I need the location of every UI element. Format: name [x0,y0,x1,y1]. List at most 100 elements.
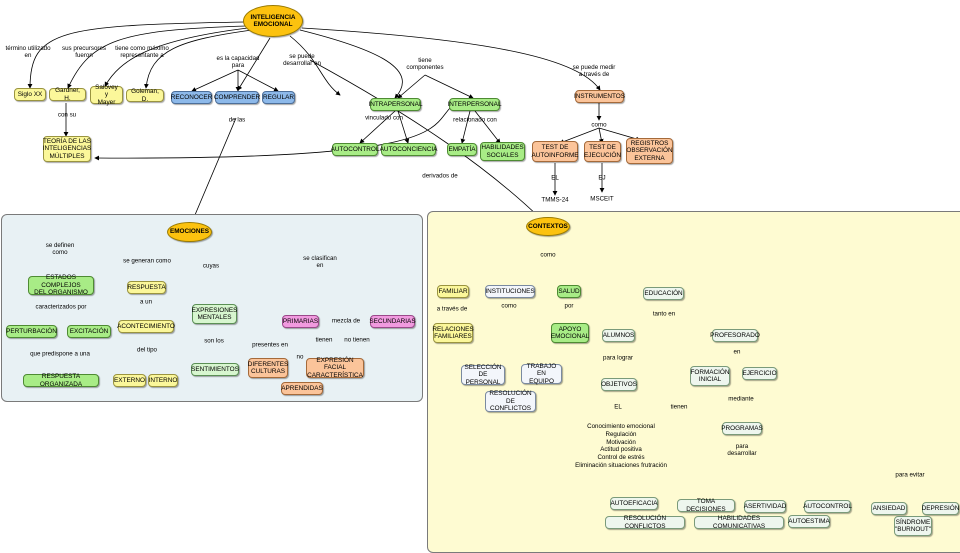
node-primarias[interactable]: PRIMARIAS [282,315,319,328]
link-label-mediante: mediante [728,395,754,403]
node-resolucion-conflictos[interactable]: RESOLUCIÓN CONFLICTOS [605,515,685,530]
link-label-del-tipo: del tipo [137,346,157,354]
link-label-cuyas: cuyas [202,262,220,270]
link-label-generan: se generan como [123,257,171,265]
node-test-ejecucion[interactable]: TEST DE EJECUCIÓN [584,141,621,162]
link-label-medir: se puede medir a través de [572,63,616,78]
node-resolucion-conflictos-inst[interactable]: RESOLUCIÓN DE CONFLICTOS [485,390,536,412]
node-tmms: TMMS-24 [541,196,569,204]
node-diferentes-culturas[interactable]: DIFERENTES CULTURAS [248,358,288,378]
node-instrumentos[interactable]: INSTRUMENTOS [574,90,625,103]
node-secundarias[interactable]: SECUNDARIAS [369,315,416,328]
node-respuesta[interactable]: RESPUESTA [127,281,166,294]
node-trabajo-equipo[interactable]: TRABAJO EN EQUIPO [521,363,562,385]
node-siglo-xx[interactable]: Siglo XX [14,88,46,101]
node-externo[interactable]: EXTERNO [113,374,146,387]
node-comprender[interactable]: COMPRENDER [214,91,260,104]
link-label-no: no [296,353,304,361]
node-depresion[interactable]: DEPRESIÓN [922,502,959,515]
link-label-con-su: con su [57,111,77,119]
node-expresion-facial[interactable]: EXPRESIÓN FACIAL CARACTERÍSTICA [306,356,364,379]
node-autocontrol-top[interactable]: AUTOCONTROL [331,143,379,156]
node-gardner[interactable]: Gardner, H. [49,87,86,102]
node-expresiones-mentales[interactable]: EXPRESIONES MENTALES [192,304,237,324]
objetivos-list: Conocimiento emocional Regulación Motiva… [575,423,667,469]
node-profesorado[interactable]: PROFESORADO [710,329,760,342]
link-label-vinculado: vinculado con [365,114,403,122]
node-habilidades-sociales[interactable]: HABILIDADES SOCIALES [480,142,525,161]
node-interno[interactable]: INTERNO [148,374,178,387]
node-aprendidas[interactable]: APRENDIDAS [281,382,323,395]
link-label-el: EL [551,174,559,182]
node-alumnos[interactable]: ALUMNOS [602,329,635,342]
link-label-desarrollar: se puede desarrollar en [283,52,321,67]
link-label-termino: término utilizado en [5,44,51,59]
node-test-autoinforme[interactable]: TEST DE AUTOINFORME [531,141,579,162]
link-label-relacionado: relacionado con [453,116,497,124]
node-familiar[interactable]: FAMILIAR [437,285,469,298]
node-instituciones[interactable]: INSTITUCIONES [485,285,535,298]
node-burnout[interactable]: SÍNDROME "BURNOUT" [894,516,932,536]
link-label-maximo: tiene como máximo representante a [115,44,169,59]
link-label-para-desarrollar: para desarrollar [727,442,757,457]
link-label-clasifican: se clasifican en [303,254,337,269]
node-autoconciencia[interactable]: AUTOCONCIENCIA [380,143,437,156]
node-apoyo-emocional[interactable]: APOYO EMOCIONAL [551,323,589,343]
node-estados-complejos[interactable]: ESTADOS COMPLEJOS DEL ORGANISMO [28,274,94,296]
node-formacion-inicial[interactable]: FORMACIÓN INICIAL [690,366,730,386]
link-label-para-evitar: para evitar [895,471,925,479]
link-label-para-lograr: para lograr [603,354,633,362]
node-habilidades-comunicativas[interactable]: HABILIDADES COMUNICATIVAS [694,515,784,530]
node-toma-decisiones[interactable]: TOMA DECISIONES [677,498,735,513]
node-contextos[interactable]: CONTEXTOS [526,217,570,236]
link-label-componentes: tiene componentes [406,56,444,71]
node-goleman[interactable]: Goleman, D. [126,88,164,103]
node-msceit: MSCEIT [590,195,614,203]
link-label-capacidad: es la capacidad para [216,54,260,69]
link-label-presentes: presentes en [252,341,288,349]
link-label-ej: EJ [598,174,606,182]
link-label-como-inst2: como [501,302,517,310]
link-label-a-un: a un [139,298,153,306]
node-intrapersonal[interactable]: INTRAPERSONAL [369,98,423,111]
node-empatia[interactable]: EMPATÍA [447,143,477,156]
link-label-definen: se definen como [45,241,75,256]
node-seleccion-personal[interactable]: SELECCIÓN DE PERSONAL [461,364,505,386]
node-objetivos[interactable]: OBJETIVOS [601,378,637,391]
node-respuesta-organizada[interactable]: RESPUESTA ORGANIZADA [23,373,99,388]
link-label-tanto-en: tanto en [652,310,676,318]
node-acontecimiento[interactable]: ACONTECIMIENTO [117,320,175,333]
node-educacion[interactable]: EDUCACIÓN [643,287,684,300]
node-salud[interactable]: SALUD [557,285,581,298]
node-inteligencia-emocional[interactable]: INTELIGENCIA EMOCIONAL [243,5,303,37]
node-regular[interactable]: REGULAR [262,91,295,104]
node-relaciones-familiares[interactable]: RELACIONES FAMILIARES [432,323,474,343]
link-label-como-ctx: como [540,251,556,259]
node-reconocer[interactable]: RECONOCER [171,91,212,104]
link-label-predispone: que predispone a una [30,350,90,358]
node-emociones[interactable]: EMOCIONES [167,222,212,242]
node-registros[interactable]: REGISTROS OBSERVACIÓN EXTERNA [626,138,673,164]
link-label-caracterizados: caracterizados por [35,303,87,311]
node-perturbacion[interactable]: PERTURBACIÓN [6,325,57,338]
link-label-traves: a través de [436,305,468,313]
node-salovey-mayer[interactable]: Salovey y Mayer [90,84,123,106]
node-teoria[interactable]: TEORÍA DE LAS INTELIGENCIAS MÚLTIPLES [43,136,91,162]
node-interpersonal[interactable]: INTERPERSONAL [448,98,502,111]
node-ansiedad[interactable]: ANSIEDAD [871,502,907,515]
node-ejercicio[interactable]: EJERCICIO [742,367,777,380]
node-programas[interactable]: PROGRAMAS [721,422,763,435]
link-label-el-obj: EL [614,403,622,411]
link-label-no-tienen: no tienen [344,336,370,344]
link-label-tienen: tienen [315,336,333,344]
link-label-tienen-obj: tienen [670,403,688,411]
node-asertividad[interactable]: ASERTIVIDAD [744,500,786,513]
link-label-como-inst: como [591,121,607,129]
link-label-mezcla: mezcla de [331,317,361,325]
node-autoestima[interactable]: AUTOESTIMA [788,515,830,528]
link-label-por: por [564,302,574,310]
node-sentimientos[interactable]: SENTIMIENTOS [191,363,239,376]
node-autoeficacia[interactable]: AUTOEFICACIA [610,497,658,510]
node-excitacion[interactable]: EXCITACIÓN [67,325,111,338]
node-autocontrol-bottom[interactable]: AUTOCONTROL [803,500,852,513]
